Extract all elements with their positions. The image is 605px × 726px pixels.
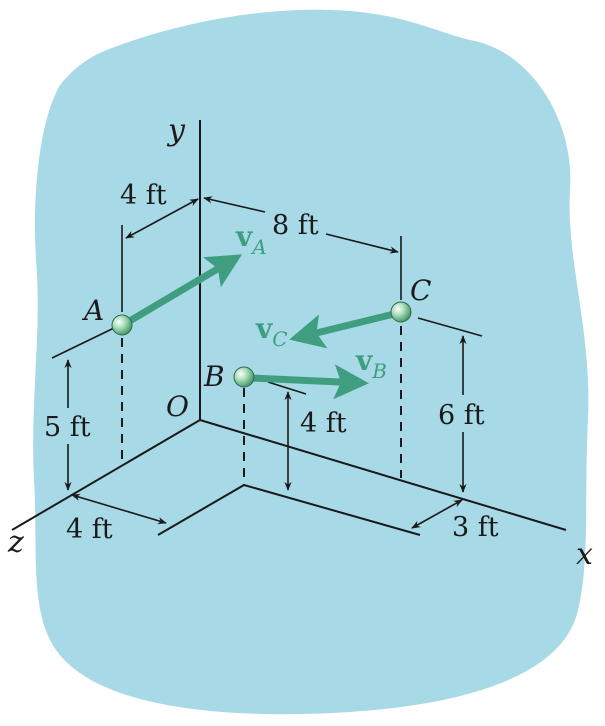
point-c-label: C	[410, 274, 431, 307]
dim-arrow-a-z	[71, 493, 167, 525]
vector-vc-arrow	[289, 310, 395, 349]
vector-va-arrow	[126, 254, 243, 326]
point-b-label: B	[203, 360, 225, 393]
x-axis	[199, 419, 567, 531]
z-axis	[11, 419, 201, 531]
background-blob	[33, 9, 589, 715]
ext-line-c-right	[417, 317, 483, 337]
z-axis-label: z	[7, 525, 24, 560]
particle-c	[390, 301, 412, 323]
floor-line-b-x	[243, 484, 421, 536]
x-axis-label: x	[576, 537, 593, 572]
dim-label-a-x: 4 ft	[120, 180, 167, 211]
y-axis-label: y	[166, 113, 186, 148]
origin-label: O	[166, 390, 189, 423]
dim-label-c-z: 3 ft	[452, 512, 499, 543]
dim-label-ac-x: 8 ft	[272, 210, 319, 241]
vector-vb-label: vB	[355, 344, 387, 383]
dim-arrow-ac-x-left	[203, 196, 266, 213]
ext-line-b-right	[267, 381, 307, 395]
vector-vc-label: vC	[255, 312, 288, 351]
dim-label-a-z: 4 ft	[66, 514, 113, 545]
dim-arrow-c-z	[411, 499, 463, 529]
particle-a	[111, 314, 133, 336]
floor-line-b-z	[157, 484, 245, 536]
point-a-label: A	[81, 294, 104, 327]
dim-arrow-ac-x-right	[325, 233, 399, 254]
vector-va-label: vA	[235, 220, 267, 259]
dim-label-a-y: 5 ft	[44, 412, 91, 443]
vector-vb-arrow	[249, 364, 369, 400]
ext-line-a-left	[51, 327, 115, 359]
dim-arrow-a-x	[125, 198, 199, 239]
dim-label-c-y: 6 ft	[438, 400, 485, 431]
dim-label-b-y: 4 ft	[300, 408, 347, 439]
particle-b	[233, 366, 255, 388]
